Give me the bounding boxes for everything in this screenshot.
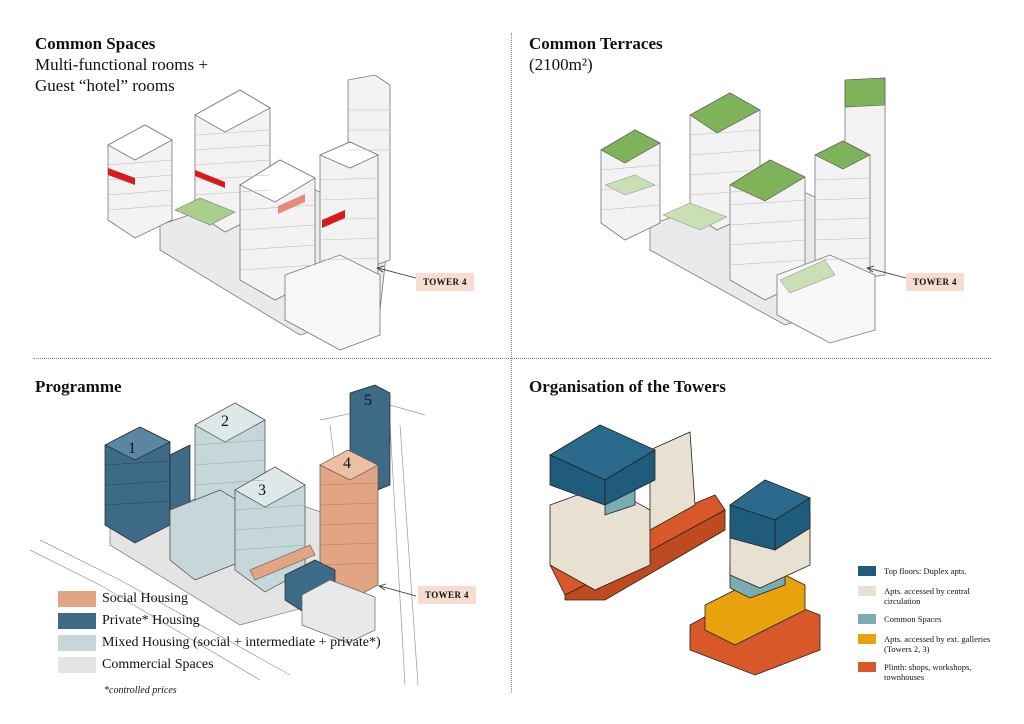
- legend-label: Common Spaces: [884, 614, 942, 624]
- common-terraces-axonometric: [600, 77, 886, 344]
- common-spaces-title: Common Spaces: [35, 34, 156, 53]
- legend-label: Social Housing: [102, 591, 188, 606]
- legend-item-duplex: Top floors: Duplex apts.: [858, 566, 967, 576]
- legend-item-commercial: Commercial Spaces: [58, 656, 214, 674]
- tower-number-3: 3: [258, 482, 266, 499]
- legend-label: Top floors: Duplex apts.: [884, 566, 967, 576]
- legend-item-ext-galleries: Apts. accessed by ext. galleries (Towers…: [858, 634, 1008, 654]
- horizontal-divider: [33, 358, 991, 359]
- q2-pointer-arrow: [866, 265, 907, 279]
- vertical-divider: [511, 33, 512, 693]
- legend-item-social: Social Housing: [58, 590, 188, 608]
- q1-pointer-arrow: [376, 265, 417, 279]
- q3-pointer-arrow: [378, 583, 417, 597]
- common-spaces-subtitle-2: Guest “hotel” rooms: [35, 76, 175, 95]
- ext-galleries-swatch: [858, 634, 876, 644]
- legend-item-plinth: Plinth: shops, workshops, townhouses: [858, 662, 1008, 682]
- tower-number-5: 5: [364, 392, 372, 409]
- common-spaces-swatch: [858, 614, 876, 624]
- central-circulation-swatch: [858, 586, 876, 596]
- legend-item-central-circulation: Apts. accessed by central circulation: [858, 586, 1008, 606]
- commercial-swatch: [58, 657, 96, 673]
- legend-label: Private* Housing: [102, 613, 200, 628]
- legend-item-common-spaces: Common Spaces: [858, 614, 941, 624]
- organisation-title: Organisation of the Towers: [529, 377, 726, 396]
- tower4-tag-q1: TOWER 4: [416, 273, 474, 291]
- legend-label: Apts. accessed by central circulation: [884, 586, 970, 606]
- tower-number-2: 2: [221, 413, 229, 430]
- duplex-swatch: [858, 566, 876, 576]
- common-terraces-title: Common Terraces: [529, 34, 663, 53]
- organisation-diagram: [549, 424, 821, 676]
- common-terraces-subtitle: (2100m²): [529, 55, 593, 74]
- legend-item-private: Private* Housing: [58, 612, 200, 630]
- plinth-swatch: [858, 662, 876, 672]
- common-spaces-axonometric: [107, 74, 391, 351]
- legend-label: Apts. accessed by ext. galleries (Towers…: [884, 634, 991, 654]
- legend-label: Commercial Spaces: [102, 657, 214, 672]
- programme-axonometric: [29, 384, 426, 686]
- tower4-tag-q3: TOWER 4: [418, 586, 476, 604]
- legend-item-mixed: Mixed Housing (social + intermediate + p…: [58, 634, 381, 652]
- mixed-housing-swatch: [58, 635, 96, 651]
- tower-number-4: 4: [343, 455, 351, 472]
- private-housing-swatch: [58, 613, 96, 629]
- tower4-tag-q2: TOWER 4: [906, 273, 964, 291]
- controlled-prices-note: *controlled prices: [104, 685, 177, 696]
- legend-label: Plinth: shops, workshops, townhouses: [884, 662, 972, 682]
- programme-title: Programme: [35, 377, 122, 396]
- tower-number-1: 1: [128, 440, 136, 457]
- social-housing-swatch: [58, 591, 96, 607]
- legend-label: Mixed Housing (social + intermediate + p…: [102, 635, 381, 650]
- common-spaces-subtitle-1: Multi-functional rooms +: [35, 55, 208, 74]
